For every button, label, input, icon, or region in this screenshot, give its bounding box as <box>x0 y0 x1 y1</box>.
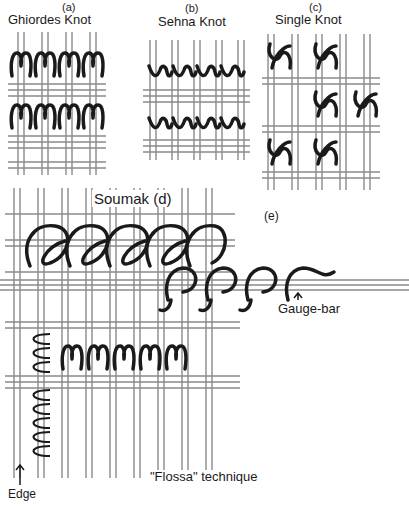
figure-label: Soumak (d) <box>92 190 174 207</box>
warp-weft-grid <box>262 34 380 190</box>
leader-arrow <box>16 293 302 485</box>
figure-label: (b) <box>183 2 200 15</box>
edge-loops <box>34 334 51 456</box>
single-knots <box>269 44 376 164</box>
warp-weft-grid <box>5 188 235 478</box>
sehna-knots <box>149 66 244 128</box>
figure-label: Edge <box>6 488 38 502</box>
figure-label: "Flossa" technique <box>148 470 260 485</box>
warp-weft-grid <box>5 322 240 388</box>
figure-label: Sehna Knot <box>156 15 228 30</box>
figure-label: Single Knot <box>273 13 344 28</box>
figure-label: (e) <box>262 210 281 224</box>
warp-weft-grid <box>143 40 250 160</box>
warp-weft-grid <box>8 32 106 175</box>
figure-label: Ghiordes Knot <box>6 13 93 28</box>
ghiordes-knots <box>11 53 103 128</box>
figure-label: (c) <box>307 1 324 14</box>
flossa-knots <box>62 346 186 369</box>
figure-label: (a) <box>60 1 77 14</box>
soumak-wraps <box>27 226 225 266</box>
gauge-bar <box>0 280 409 290</box>
figure-label: Gauge-bar <box>276 302 342 317</box>
